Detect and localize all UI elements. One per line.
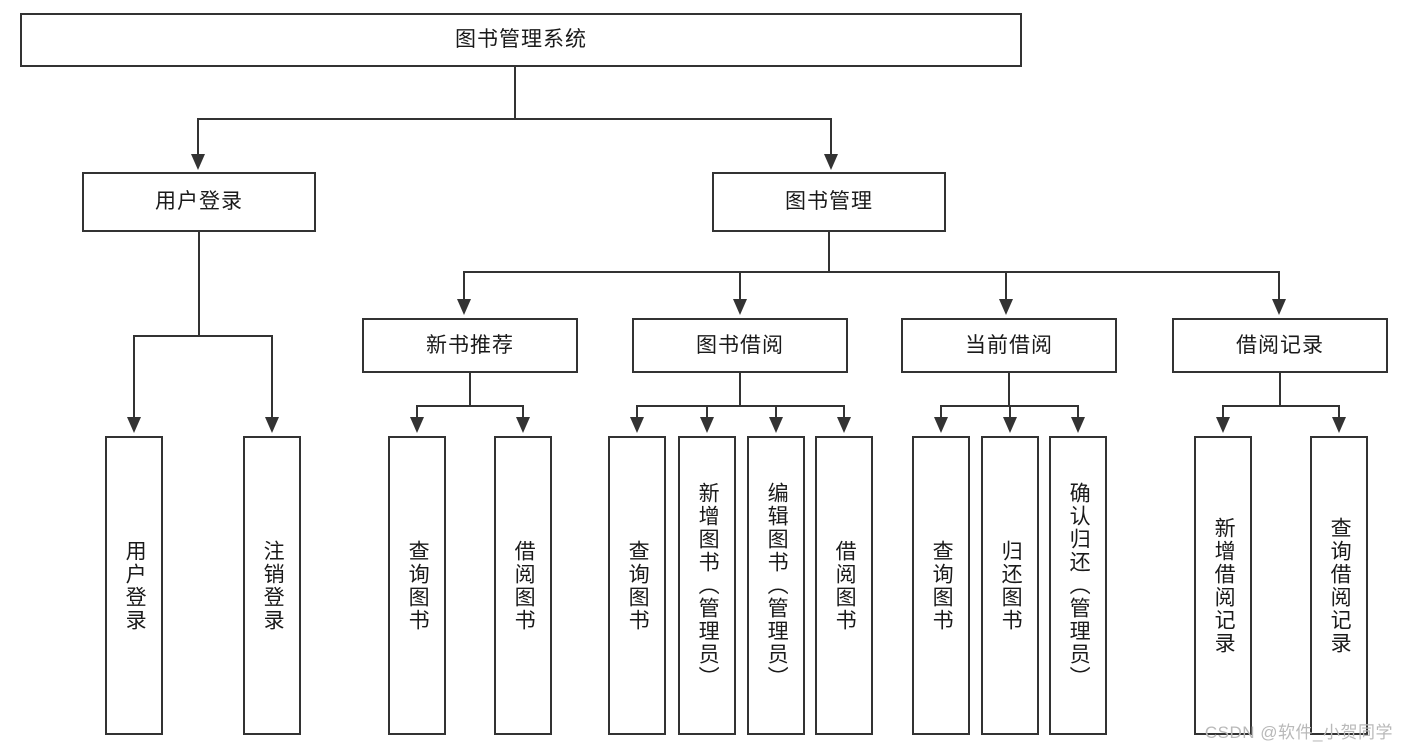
edge-current-borrow-stem [1008, 373, 1010, 406]
edge-book-borrow-drop-1 [636, 405, 638, 419]
node-current-borrow[interactable]: 当前借阅 [901, 318, 1117, 373]
edge-root-stem [514, 67, 516, 119]
leaf-logout[interactable]: 注销登录 [243, 436, 301, 735]
arrow-to-leaf-query-book-2 [630, 417, 644, 433]
node-label: 借阅图书 [833, 539, 857, 632]
edge-to-new-book [463, 271, 465, 301]
leaf-add-book-admin[interactable]: 新增图书（管理员） [678, 436, 736, 735]
node-label: 新增借阅记录 [1212, 516, 1236, 655]
edge-new-book-bus [416, 405, 524, 407]
edge-user-login-stem [198, 232, 200, 336]
node-label: 查询借阅记录 [1328, 516, 1352, 655]
arrow-to-current-borrow [999, 299, 1013, 315]
arrow-to-leaf-add-record [1216, 417, 1230, 433]
node-label: 注销登录 [261, 539, 285, 632]
arrow-to-leaf-query-record [1332, 417, 1346, 433]
leaf-return-book[interactable]: 归还图书 [981, 436, 1039, 735]
node-label: 新书推荐 [426, 333, 514, 357]
leaf-borrow-book-recommend[interactable]: 借阅图书 [494, 436, 552, 735]
leaf-query-book-borrow[interactable]: 查询图书 [608, 436, 666, 735]
edge-book-borrow-bus [636, 405, 845, 407]
edge-borrow-record-drop-1 [1222, 405, 1224, 419]
arrow-to-leaf-borrow-book-1 [516, 417, 530, 433]
node-label: 查询图书 [930, 539, 954, 632]
node-book-borrow[interactable]: 图书借阅 [632, 318, 848, 373]
arrow-to-leaf-query-book-3 [934, 417, 948, 433]
arrow-to-new-book [457, 299, 471, 315]
leaf-query-book-recommend[interactable]: 查询图书 [388, 436, 446, 735]
node-label: 归还图书 [999, 539, 1023, 632]
edge-root-bus [197, 118, 832, 120]
arrow-to-leaf-user-login [127, 417, 141, 433]
edge-current-borrow-drop-3 [1077, 405, 1079, 419]
arrow-to-borrow-record [1272, 299, 1286, 315]
node-label: 编辑图书（管理员） [765, 482, 789, 689]
node-new-book-recommend[interactable]: 新书推荐 [362, 318, 578, 373]
arrow-to-leaf-add-book [700, 417, 714, 433]
node-user-login[interactable]: 用户登录 [82, 172, 316, 232]
leaf-query-borrow-record[interactable]: 查询借阅记录 [1310, 436, 1368, 735]
leaf-user-login[interactable]: 用户登录 [105, 436, 163, 735]
edge-borrow-record-stem [1279, 373, 1281, 406]
node-label: 图书管理系统 [455, 28, 587, 52]
leaf-query-book-current[interactable]: 查询图书 [912, 436, 970, 735]
edge-user-login-drop-2 [271, 335, 273, 419]
edge-user-login-bus [133, 335, 273, 337]
arrow-to-leaf-confirm-return [1071, 417, 1085, 433]
edge-to-current-borrow [1005, 271, 1007, 301]
edge-book-manage-stem [828, 232, 830, 272]
leaf-confirm-return-admin[interactable]: 确认归还（管理员） [1049, 436, 1107, 735]
node-label: 借阅图书 [512, 539, 536, 632]
arrow-to-leaf-query-book-1 [410, 417, 424, 433]
edge-new-book-drop-1 [416, 405, 418, 419]
node-label: 当前借阅 [965, 333, 1053, 357]
arrow-to-leaf-return-book [1003, 417, 1017, 433]
edge-to-borrow-record [1278, 271, 1280, 301]
edge-book-borrow-drop-2 [706, 405, 708, 419]
edge-borrow-record-bus [1222, 405, 1340, 407]
edge-root-to-book-manage [830, 118, 832, 156]
node-book-manage[interactable]: 图书管理 [712, 172, 946, 232]
node-label: 图书借阅 [696, 333, 784, 357]
edge-borrow-record-drop-2 [1338, 405, 1340, 419]
node-label: 新增图书（管理员） [696, 482, 720, 689]
node-label: 确认归还（管理员） [1067, 482, 1091, 689]
node-root-system[interactable]: 图书管理系统 [20, 13, 1022, 67]
node-label: 查询图书 [626, 539, 650, 632]
edge-new-book-stem [469, 373, 471, 406]
edge-current-borrow-drop-1 [940, 405, 942, 419]
arrow-to-leaf-logout [265, 417, 279, 433]
node-borrow-record[interactable]: 借阅记录 [1172, 318, 1388, 373]
edge-book-borrow-drop-3 [775, 405, 777, 419]
node-label: 查询图书 [406, 539, 430, 632]
edge-user-login-drop-1 [133, 335, 135, 419]
edge-root-to-user-login [197, 118, 199, 156]
arrow-to-leaf-edit-book [769, 417, 783, 433]
node-label: 用户登录 [155, 190, 243, 214]
arrow-to-book-borrow [733, 299, 747, 315]
node-label: 用户登录 [123, 539, 147, 632]
leaf-borrow-book[interactable]: 借阅图书 [815, 436, 873, 735]
edge-current-borrow-drop-2 [1009, 405, 1011, 419]
node-label: 图书管理 [785, 190, 873, 214]
arrow-to-user-login [191, 154, 205, 170]
arrow-to-leaf-borrow-book-2 [837, 417, 851, 433]
edge-book-manage-bus [463, 271, 1280, 273]
leaf-add-borrow-record[interactable]: 新增借阅记录 [1194, 436, 1252, 735]
edge-book-borrow-drop-4 [843, 405, 845, 419]
node-label: 借阅记录 [1236, 333, 1324, 357]
edge-book-borrow-stem [739, 373, 741, 406]
arrow-to-book-manage [824, 154, 838, 170]
edge-to-book-borrow [739, 271, 741, 301]
leaf-edit-book-admin[interactable]: 编辑图书（管理员） [747, 436, 805, 735]
watermark-text: CSDN @软件_小贺同学 [1204, 723, 1393, 742]
edge-new-book-drop-2 [522, 405, 524, 419]
